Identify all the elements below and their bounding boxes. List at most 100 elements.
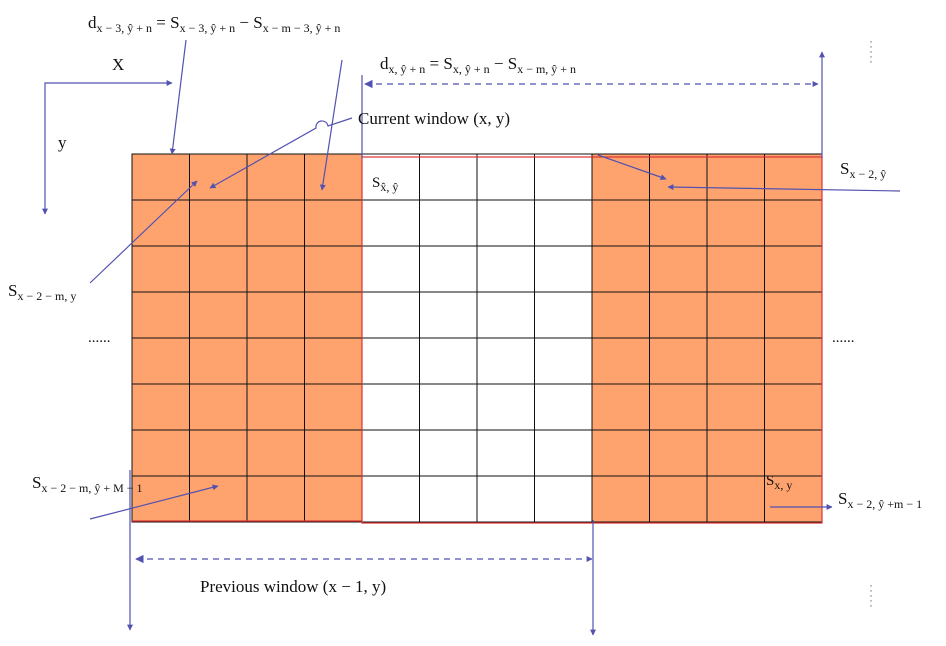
grid-cell-window: [476, 199, 535, 247]
grid-cell-shaded: [131, 153, 190, 201]
s-bottom-left-pointer: [89, 484, 219, 520]
grid-cell-window: [476, 429, 535, 477]
grid-cell-window: [476, 245, 535, 293]
grid-cell-shaded: [591, 245, 650, 293]
grid-cell-shaded: [189, 245, 248, 293]
grid-cell-window: [419, 429, 478, 477]
grid-cell-shaded: [189, 337, 248, 385]
grid-cell-shaded: [764, 337, 823, 385]
d-top-pointer: [169, 39, 187, 155]
grid-cell-shaded: [764, 291, 823, 339]
d-top-formula: dx − 3, ŷ + n = Sx − 3, ŷ + n − Sx − m −…: [88, 13, 341, 35]
grid-cell-shaded: [706, 475, 765, 523]
grid-cell-shaded: [649, 337, 708, 385]
grid-cell-window: [361, 475, 420, 523]
grid-cell-window: [476, 475, 535, 523]
grid-cell-shaded: [304, 245, 363, 293]
grid-cell-window: [419, 199, 478, 247]
grid-cell-shaded: [706, 429, 765, 477]
grid-cell-window: [534, 291, 593, 339]
ellipsis-left: ......: [88, 330, 111, 346]
grid-cell-window: [419, 245, 478, 293]
grid-cell-window: [534, 153, 593, 201]
grid-cell-shaded: [304, 429, 363, 477]
grid-cell-shaded: [649, 199, 708, 247]
grid-cell-shaded: [591, 475, 650, 523]
grid-cell-shaded: [706, 199, 765, 247]
grid-cell-shaded: [591, 383, 650, 431]
grid-cell-shaded: [304, 475, 363, 523]
grid-cell-window: [419, 337, 478, 385]
grid-cell-shaded: [649, 291, 708, 339]
grid-cell-shaded: [246, 291, 305, 339]
grid-cell-window: [476, 383, 535, 431]
grid-cell-shaded: [591, 429, 650, 477]
current-window-label: Current window (x, y): [358, 109, 511, 128]
grid-cell-shaded: [131, 383, 190, 431]
grid-cell-window: [534, 337, 593, 385]
grid-cell-window: [534, 475, 593, 523]
grid-cell-shaded: [649, 475, 708, 523]
grid-cell-window: [419, 383, 478, 431]
grid-cell-shaded: [591, 153, 650, 201]
grid-cell-window: [361, 291, 420, 339]
grid-cell-shaded: [764, 153, 823, 201]
grid-cell-window: [476, 337, 535, 385]
grid-cell-window: [419, 475, 478, 523]
s-hat-label: Sx̂, ŷ: [372, 175, 399, 194]
grid-cell-shaded: [189, 291, 248, 339]
grid-cell-shaded: [189, 383, 248, 431]
grid-cell-shaded: [706, 291, 765, 339]
grid-cell-window: [361, 153, 420, 201]
xy-axis-arrows: [42, 80, 173, 215]
grid-cell-window: [534, 429, 593, 477]
grid-cell-shaded: [649, 383, 708, 431]
grid-cell-window: [361, 383, 420, 431]
grid-cell-shaded: [189, 475, 248, 523]
grid-cell-shaded: [131, 199, 190, 247]
grid-cell-shaded: [591, 337, 650, 385]
s-x2-label: Sx − 2, ŷ: [840, 159, 887, 181]
current-window-pointer-right: [597, 154, 667, 181]
grid-cell-shaded: [649, 245, 708, 293]
grid-cell-window: [534, 199, 593, 247]
grid-cell-shaded: [304, 153, 363, 201]
grid-cell-shaded: [706, 153, 765, 201]
grid-cell-window: [419, 291, 478, 339]
current-window-pointer-left: [209, 117, 353, 189]
grid-cell-shaded: [706, 383, 765, 431]
grid-cell-window: [534, 383, 593, 431]
s-bottom-right-label: Sx − 2, ŷ +m − 1: [838, 489, 923, 511]
grid-cell-shaded: [131, 337, 190, 385]
d-mid-formula: dx, ŷ + n = Sx, ŷ + n − Sx − m, ŷ + n: [380, 54, 577, 76]
grid-cell-shaded: [246, 245, 305, 293]
grid-cell-window: [476, 153, 535, 201]
grid-cell-shaded: [304, 291, 363, 339]
grid-cell-shaded: [304, 337, 363, 385]
grid-cell-shaded: [189, 199, 248, 247]
grid-cell-shaded: [304, 383, 363, 431]
vertical-ellipsis-top: ·····: [869, 37, 873, 67]
grid-cell-window: [361, 337, 420, 385]
grid-cell-shaded: [304, 199, 363, 247]
grid-cell-shaded: [764, 199, 823, 247]
previous-window-label: Previous window (x − 1, y): [200, 577, 387, 596]
grid-cell-shaded: [131, 291, 190, 339]
grid-cell-window: [361, 199, 420, 247]
grid-cell-shaded: [649, 153, 708, 201]
grid-cell-shaded: [649, 429, 708, 477]
grid-cell-shaded: [591, 199, 650, 247]
grid-cell-window: [419, 153, 478, 201]
y-axis-label: y: [58, 133, 67, 152]
pixel-grid: [131, 153, 823, 523]
grid-cell-shaded: [764, 475, 823, 523]
s-xy-label: Sx, y: [766, 473, 793, 492]
current-window-outline: [361, 156, 823, 524]
grid-cell-shaded: [131, 429, 190, 477]
grid-cell-shaded: [764, 429, 823, 477]
ellipsis-right: ......: [832, 330, 855, 346]
grid-cell-shaded: [246, 153, 305, 201]
grid-cell-shaded: [246, 383, 305, 431]
s-x2-pointer: [667, 184, 901, 192]
